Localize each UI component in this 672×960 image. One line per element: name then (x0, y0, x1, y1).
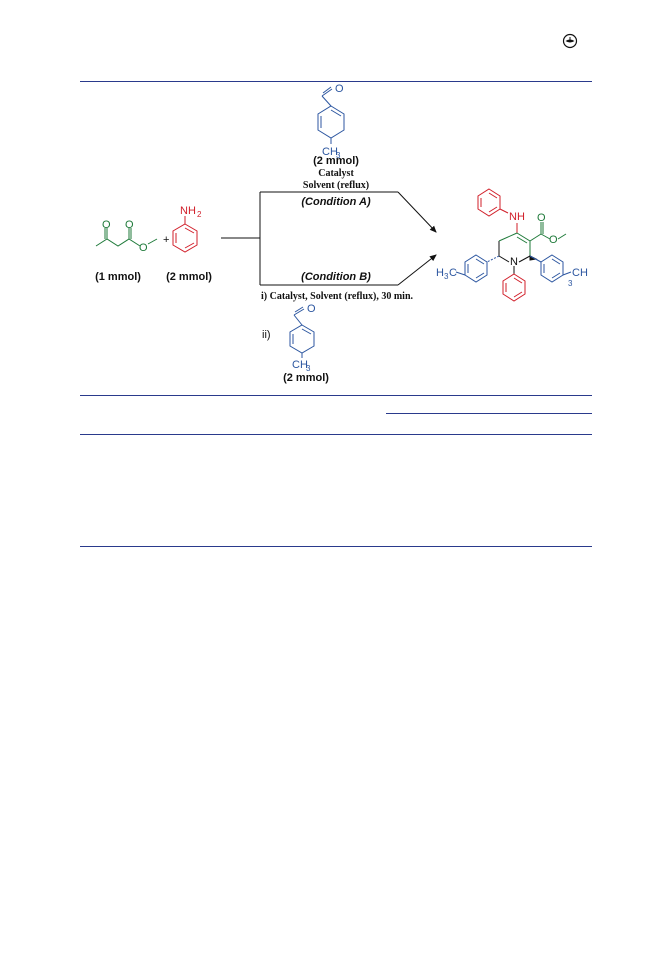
header-rule (80, 434, 592, 435)
product-carbonyl-oxygen: O (537, 212, 546, 224)
product-left-methyl-c: C (449, 267, 457, 279)
step-ii-label: ii) (262, 329, 271, 341)
product-left-methyl-sub: 3 (444, 272, 449, 281)
top-aldehyde-oxygen: O (335, 83, 344, 95)
circle-logo-icon (562, 33, 578, 49)
bottom-methyl-subscript: 3 (306, 364, 311, 373)
top-aldehyde-structure (317, 86, 345, 144)
bottom-methyl-label: CH (292, 359, 308, 371)
product-left-tolyl (455, 254, 500, 283)
aniline-amount: (2 mmol) (166, 271, 212, 283)
bottom-aldehyde-oxygen: O (307, 303, 316, 315)
step-i-label: i) Catalyst, Solvent (reflux), 30 min. (261, 291, 414, 302)
bottom-reagent-amount: (2 mmol) (283, 372, 329, 384)
product-right-tolyl (529, 254, 572, 283)
top-solvent-label: Solvent (reflux) (303, 180, 369, 191)
product-ring (498, 222, 567, 274)
product-ring-nitrogen: N (510, 256, 518, 268)
ester-oxygen: O (139, 242, 148, 254)
top-methyl-subscript: 3 (336, 151, 341, 160)
product-left-methyl-h: H (436, 267, 444, 279)
ketoester-structure (95, 228, 158, 247)
product-bottom-phenyl (502, 273, 526, 302)
plus-sign: + (163, 234, 169, 246)
product-top-phenyl (477, 188, 509, 217)
top-rule (80, 81, 592, 82)
ketone-oxygen: O (102, 219, 111, 231)
ketoester-amount: (1 mmol) (95, 271, 141, 283)
reaction-arrows (221, 191, 437, 286)
aniline-structure (172, 216, 198, 253)
bottom-aldehyde-structure (289, 306, 315, 358)
condition-b-label: (Condition B) (301, 271, 371, 283)
amine-subscript: 2 (197, 210, 202, 219)
product-nh-label: NH (509, 211, 525, 223)
product-right-methyl-label: CH (572, 267, 588, 279)
top-catalyst-label: Catalyst (318, 168, 354, 179)
column-group-rule (386, 413, 592, 414)
top-methyl-label: CH (322, 146, 338, 158)
ester-carbonyl-oxygen: O (125, 219, 134, 231)
product-right-methyl-sub: 3 (568, 279, 573, 288)
top-reagent-amount: (2 mmol) (313, 155, 359, 167)
condition-a-label: (Condition A) (301, 196, 371, 208)
amine-label: NH (180, 205, 196, 217)
table-bottom-rule (80, 546, 592, 547)
scheme-bottom-rule (80, 395, 592, 396)
product-ester-oxygen: O (549, 234, 558, 246)
